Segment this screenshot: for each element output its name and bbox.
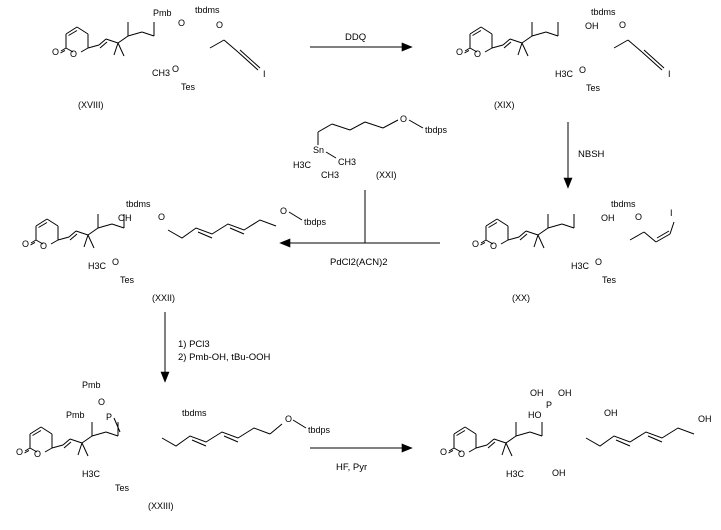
label-XXII: (XXII): [152, 293, 175, 303]
atom-O-ring: O: [70, 49, 77, 59]
atom-O: O: [619, 20, 626, 30]
atom-O: O: [158, 212, 165, 222]
label-XVIII: (XVIII): [78, 100, 104, 110]
group-oh: OH: [530, 388, 544, 398]
compound-XVIII: O O Pmb O tbdms O O Tes CH3 I (XVIII): [52, 5, 266, 110]
atom-O-ring: O: [474, 49, 481, 59]
group-h3c: H3C: [506, 469, 525, 479]
atom-O: O: [280, 206, 287, 216]
reagent-step3: PdCl2(ACN)2: [330, 257, 388, 268]
group-tes: Tes: [120, 275, 135, 285]
compound-XXI: Sn O tbdps CH3 H3C CH3 (XXI): [293, 114, 448, 180]
atom-O: O: [400, 114, 407, 124]
compound-XIX: O O tbdms OH O O Tes H3C I (XIX): [456, 7, 671, 110]
atom-P: P: [106, 412, 112, 422]
atom-O-carbonyl: O: [52, 47, 59, 57]
group-tbdms: tbdms: [611, 199, 636, 209]
atom-O: O: [112, 257, 119, 267]
label-XX: (XX): [512, 293, 530, 303]
atom-O: O: [216, 20, 223, 30]
arrow-step2: NBSH: [563, 122, 605, 189]
group-oh: OH: [601, 213, 615, 223]
atom-O: O: [579, 65, 586, 75]
reagent-step2: NBSH: [578, 149, 605, 160]
group-h3c: H3C: [571, 261, 590, 271]
group-h3c: H3C: [293, 160, 312, 170]
group-tes: Tes: [602, 275, 617, 285]
atom-O-ring: O: [34, 449, 41, 459]
group-oh: OH: [552, 468, 566, 478]
group-tbdms: tbdms: [591, 7, 616, 17]
atom-O-carbonyl: O: [16, 447, 23, 457]
atom-O-ring: O: [40, 241, 47, 251]
atom-I: I: [263, 69, 266, 79]
reagent-step5: HF, Pyr: [336, 462, 367, 473]
atom-I: I: [670, 208, 673, 218]
group-tes: Tes: [115, 483, 130, 493]
group-ch3: CH3: [338, 157, 356, 167]
atom-O: O: [98, 397, 105, 407]
reagent-step1: DDQ: [345, 32, 366, 43]
arrow-step5: HF, Pyr: [310, 443, 413, 473]
label-XIX: (XIX): [494, 100, 515, 110]
label-XXI: (XXI): [376, 170, 397, 180]
label-XXIII: (XXIII): [148, 501, 174, 511]
group-tbdps: tbdps: [304, 217, 327, 227]
atom-O-carbonyl: O: [440, 447, 447, 457]
atom-O: O: [178, 18, 185, 28]
atom-O-ring: O: [490, 241, 497, 251]
group-pmb: Pmb: [82, 380, 101, 390]
group-ch3: CH3: [321, 170, 339, 180]
atom-P: P: [546, 400, 552, 410]
group-oh: OH: [558, 388, 572, 398]
group-tbdps: tbdps: [308, 425, 331, 435]
reagent-step4a: 1) PCl3: [178, 339, 210, 350]
arrow-step3: PdCl2(ACN)2: [279, 190, 440, 268]
atom-O: O: [635, 212, 642, 222]
group-tbdms: tbdms: [195, 5, 220, 15]
group-oh: OH: [604, 408, 618, 418]
group-tbdms: tbdms: [126, 199, 151, 209]
atom-I: I: [668, 69, 671, 79]
group-oh: OH: [118, 213, 132, 223]
group-ch3: CH3: [152, 68, 170, 78]
atom-O: O: [285, 414, 292, 424]
arrow-step1: DDQ: [310, 32, 413, 52]
compound-XXIII: O O Pmb Pmb O P tbdms O tbdps Tes H3C (X…: [16, 380, 331, 511]
atom-O-carbonyl: O: [22, 239, 29, 249]
group-oh: OH: [698, 414, 712, 424]
compound-XX: O O tbdms OH O O Tes H3C I (XX): [472, 199, 675, 303]
atom-O: O: [172, 64, 179, 74]
compound-XXII: O O tbdms OH O O Tes H3C O tbdps (XXII): [22, 199, 327, 303]
atom-O: O: [595, 257, 602, 267]
group-tbdms: tbdms: [182, 408, 207, 418]
atom-O-carbonyl: O: [472, 239, 479, 249]
group-ho: HO: [528, 410, 542, 420]
group-tbdps: tbdps: [425, 125, 448, 135]
group-tes: Tes: [586, 83, 601, 93]
group-h3c: H3C: [555, 69, 574, 79]
reagent-step4b: 2) Pmb-OH, tBu-OOH: [178, 352, 271, 363]
group-tes: Tes: [181, 82, 196, 92]
group-pmb: Pmb: [66, 410, 85, 420]
arrow-step4: 1) PCl3 2) Pmb-OH, tBu-OOH: [160, 312, 271, 383]
group-h3c: H3C: [82, 469, 101, 479]
group-pmb: Pmb: [153, 8, 172, 18]
group-oh: OH: [585, 21, 599, 31]
group-h3c: H3C: [88, 261, 107, 271]
compound-final: O O OH OH HO P OH OH OH H3C: [440, 388, 712, 479]
atom-Sn: Sn: [313, 145, 324, 155]
atom-O-ring: O: [458, 449, 465, 459]
atom-O-carbonyl: O: [456, 47, 463, 57]
